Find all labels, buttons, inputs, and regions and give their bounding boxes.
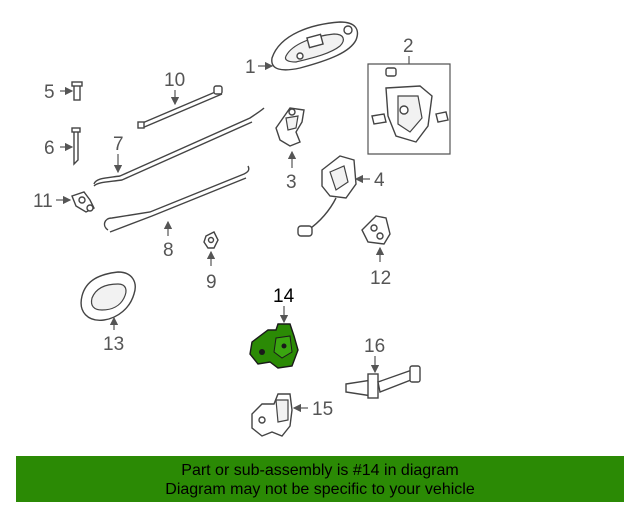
part-2-latch-box xyxy=(367,63,451,155)
part-12-striker xyxy=(361,215,391,245)
part-14-hinge-assembly xyxy=(249,323,299,369)
part-7-rod xyxy=(93,107,265,185)
callout-13: 13 xyxy=(103,334,124,355)
callout-3: 3 xyxy=(286,172,297,193)
part-8-rod xyxy=(103,165,250,233)
callout-4: 4 xyxy=(374,170,385,191)
part-15-hinge xyxy=(251,393,293,437)
callout-12: 12 xyxy=(370,268,391,289)
fitment-banner: Part or sub-assembly is #14 in diagram D… xyxy=(16,456,624,502)
part-4-lock-actuator xyxy=(297,155,357,237)
callout-2: 2 xyxy=(403,36,414,57)
part-9-clip xyxy=(203,231,219,249)
part-13-inside-handle xyxy=(80,271,136,321)
part-10-rod xyxy=(137,85,223,129)
callout-9: 9 xyxy=(206,272,217,293)
part-6-stud xyxy=(71,127,81,166)
callout-1: 1 xyxy=(245,57,256,78)
banner-line-2: Diagram may not be specific to your vehi… xyxy=(165,481,475,498)
callout-16: 16 xyxy=(364,336,385,357)
part-11-clip xyxy=(71,191,95,213)
callout-7: 7 xyxy=(113,134,124,155)
part-5-bolt xyxy=(71,81,83,101)
callout-14: 14 xyxy=(273,286,295,307)
part-16-door-check xyxy=(345,365,421,399)
callout-5: 5 xyxy=(44,82,55,103)
banner-line-1: Part or sub-assembly is #14 in diagram xyxy=(181,462,459,479)
callout-11: 11 xyxy=(33,191,53,212)
part-1-outside-handle xyxy=(271,21,359,71)
callout-15: 15 xyxy=(312,399,333,420)
callout-10: 10 xyxy=(164,70,185,91)
part-3-latch xyxy=(275,107,305,147)
callout-6: 6 xyxy=(44,138,55,159)
callout-8: 8 xyxy=(163,240,174,261)
